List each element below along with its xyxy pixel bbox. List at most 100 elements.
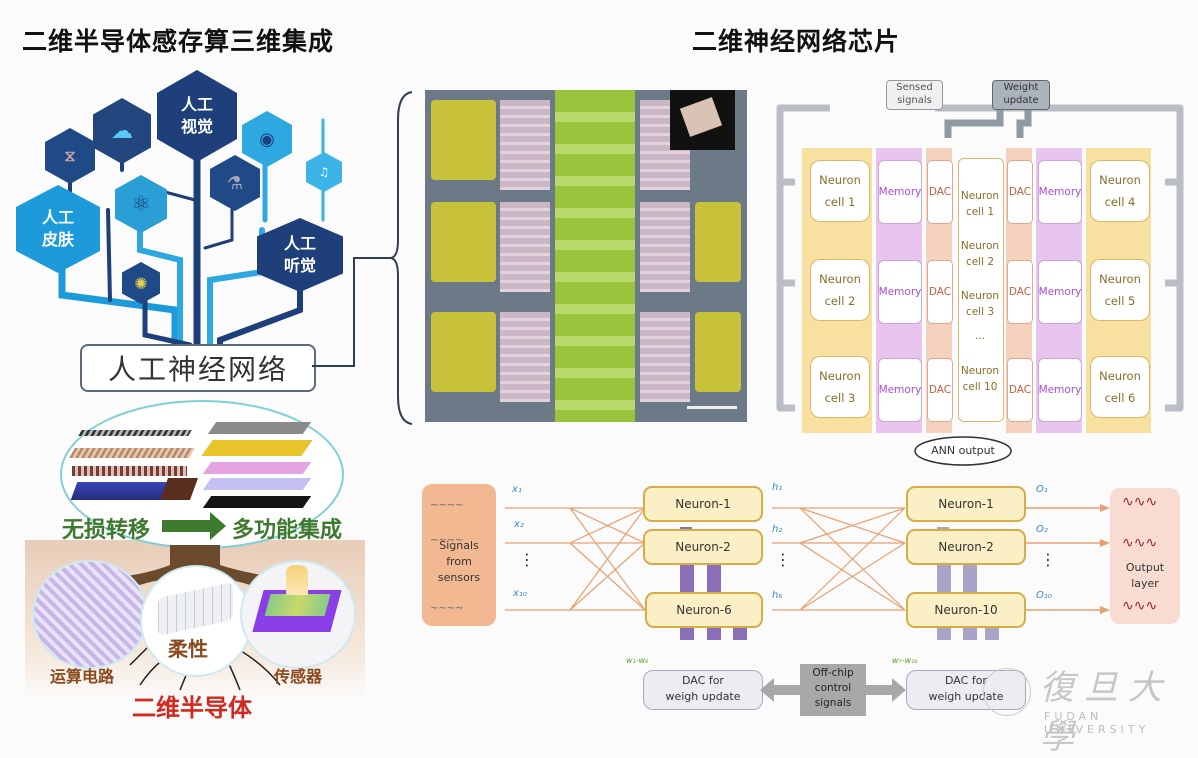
input-label: x₂ bbox=[514, 519, 524, 530]
dac-weigh-update-left: DAC for weigh update bbox=[643, 670, 763, 710]
weight-bar bbox=[937, 560, 951, 598]
base-material-label: 二维半导体 bbox=[132, 694, 252, 722]
output-layer-label: Output layer bbox=[1125, 561, 1165, 590]
circuit-circle bbox=[32, 560, 148, 669]
output-label: O₂ bbox=[1036, 524, 1048, 535]
brain-icon: ☁ bbox=[111, 118, 133, 144]
sensor-label: 传感器 bbox=[274, 667, 323, 686]
hidden-label: h₆ bbox=[772, 590, 783, 601]
artificial-neural-network-label: 人工神经网络 bbox=[80, 344, 316, 392]
output-wave-icon: ∿∿∿ bbox=[1122, 598, 1158, 614]
memory-block: Memory bbox=[1038, 358, 1082, 422]
output-label: O₁₀ bbox=[1036, 590, 1052, 601]
hex-sound: ♫ bbox=[306, 152, 342, 192]
branch-atom-link bbox=[163, 190, 197, 202]
eye-icon: ◉ bbox=[259, 128, 275, 150]
center-neuron-cell: Neuron cell 3 bbox=[960, 290, 1000, 318]
chip-block bbox=[640, 312, 690, 402]
neuron-cell-right: Neuron cell 4 bbox=[1090, 160, 1150, 222]
input-ellipsis: ⋮ bbox=[519, 550, 535, 569]
sensor-input-box bbox=[422, 484, 496, 626]
dac-block: DAC bbox=[1007, 358, 1033, 422]
hidden-neuron: Neuron-2 bbox=[643, 529, 763, 565]
wave-icon: ~~~~ bbox=[430, 603, 464, 614]
neuron-cell-left: Neuron cell 1 bbox=[810, 160, 870, 222]
right-panel-title: 二维神经网络芯片 bbox=[692, 27, 901, 56]
flask-icon: ⚗ bbox=[226, 172, 244, 194]
architecture-arrows bbox=[776, 104, 1184, 466]
output-neuron: Neuron-10 bbox=[906, 592, 1026, 628]
input-label: x₁₀ bbox=[513, 588, 527, 599]
chip-center-bus bbox=[555, 90, 635, 422]
sensor-light bbox=[286, 565, 308, 595]
hidden-ellipsis: ⋮ bbox=[775, 550, 791, 569]
center-neuron-cell: Neuron cell 2 bbox=[960, 240, 1000, 268]
scale-bar bbox=[687, 406, 737, 409]
weights-left-label: w₁-w₆ bbox=[626, 656, 649, 665]
layer-stack-right bbox=[201, 418, 317, 513]
connector-line bbox=[312, 91, 413, 425]
sensor-input-label: Signals from sensors bbox=[437, 539, 481, 584]
wave-icon: ~~~~ bbox=[430, 535, 464, 546]
ann-output-ellipse bbox=[914, 436, 1012, 466]
center-neuron-cell: Neuron cell 10 bbox=[960, 365, 1000, 393]
dac-block: DAC bbox=[1007, 260, 1033, 324]
weight-bar bbox=[680, 560, 694, 598]
virus-icon: ✺ bbox=[134, 273, 148, 293]
chip-block bbox=[695, 202, 741, 282]
sound-icon: ♫ bbox=[318, 165, 330, 179]
chip-block bbox=[431, 202, 496, 282]
chip-block bbox=[431, 312, 496, 392]
ann-output-label: ANN output bbox=[931, 444, 995, 457]
weight-bar bbox=[963, 560, 977, 598]
dac-block: DAC bbox=[927, 358, 953, 422]
memory-block: Memory bbox=[878, 260, 922, 324]
neuron-cell-left: Neuron cell 3 bbox=[810, 356, 870, 418]
dac-block: DAC bbox=[927, 160, 953, 224]
dac-block: DAC bbox=[927, 260, 953, 324]
neuron-cell-left: Neuron cell 2 bbox=[810, 259, 870, 321]
weight-bar bbox=[733, 628, 747, 640]
left-panel-title: 二维半导体感存算三维集成 bbox=[22, 27, 335, 56]
hidden-neuron: Neuron-1 bbox=[643, 486, 763, 522]
sensed-signals-box: Sensed signals bbox=[886, 80, 943, 110]
offchip-control-box: Off-chip control signals bbox=[800, 664, 866, 716]
neuron-cell-right: Neuron cell 6 bbox=[1090, 356, 1150, 418]
weight-bar bbox=[985, 628, 999, 640]
neuron-cell-right: Neuron cell 5 bbox=[1090, 259, 1150, 321]
chip-photo-inset bbox=[670, 90, 735, 150]
chip-micrograph bbox=[425, 90, 747, 422]
output-wave-icon: ∿∿∿ bbox=[1122, 494, 1158, 510]
sensor-device bbox=[252, 590, 342, 632]
arrow-right-icon bbox=[162, 520, 212, 532]
chip-block bbox=[500, 202, 550, 292]
integration-label: 多功能集成 bbox=[232, 518, 343, 543]
flexible-label: 柔性 bbox=[168, 637, 208, 661]
center-neuron-column bbox=[958, 158, 1004, 422]
output-neuron: Neuron-1 bbox=[906, 486, 1026, 522]
university-seal bbox=[983, 668, 1031, 716]
dna-icon: ⧖ bbox=[64, 146, 76, 165]
memory-block: Memory bbox=[878, 358, 922, 422]
transfer-label: 无损转移 bbox=[62, 518, 151, 543]
arrow-head-icon bbox=[210, 512, 226, 540]
offchip-arrows bbox=[760, 678, 906, 702]
output-layer-box bbox=[1110, 488, 1180, 624]
chip-block bbox=[500, 100, 550, 190]
weight-bar bbox=[707, 560, 721, 598]
wave-icon: ~~~~ bbox=[430, 500, 464, 511]
chip-block bbox=[695, 312, 741, 392]
chip-block bbox=[640, 202, 690, 292]
dac-block: DAC bbox=[1007, 160, 1033, 224]
watermark-en: FUDAN UNIVERSITY bbox=[1044, 710, 1150, 736]
layer-stack-left bbox=[69, 420, 199, 510]
weight-update-box: Weight update bbox=[992, 80, 1050, 110]
branch-virus bbox=[142, 297, 193, 348]
hex-atom: ⚛ bbox=[115, 175, 167, 233]
circuit-label: 运算电路 bbox=[50, 667, 115, 686]
weights-right-label: w₇-w₁₆ bbox=[892, 656, 918, 665]
memory-block: Memory bbox=[1038, 160, 1082, 224]
chip-block bbox=[500, 312, 550, 402]
architecture-diagram: Sensed signals Weight update Neuron cell… bbox=[770, 78, 1195, 468]
output-label: O₁ bbox=[1036, 484, 1048, 495]
